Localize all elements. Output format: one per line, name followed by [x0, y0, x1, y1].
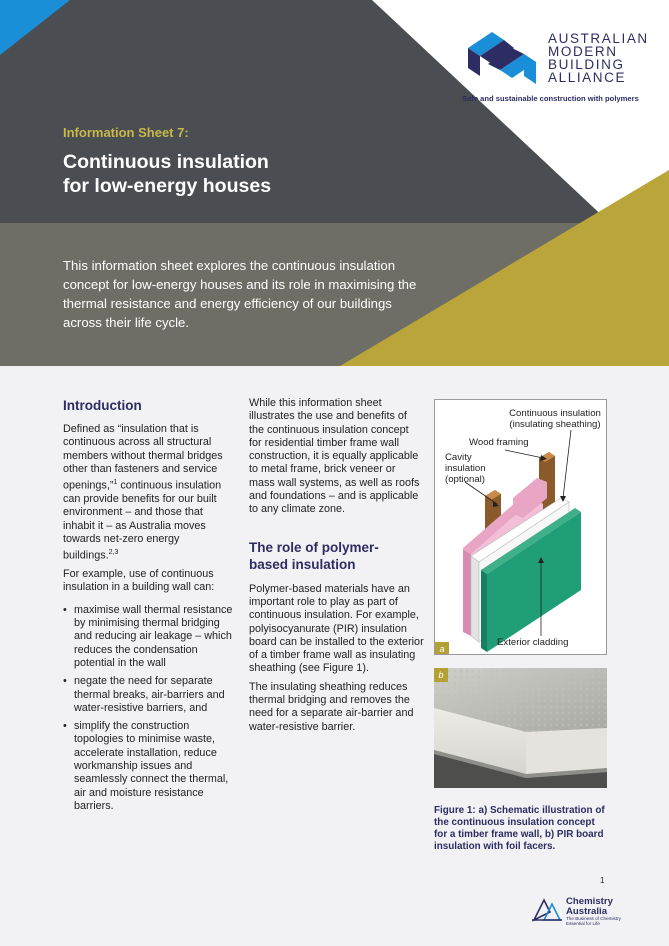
title-line: Continuous insulation	[63, 151, 269, 173]
org-line: Australia	[566, 905, 608, 917]
title-line: for low-energy houses	[63, 175, 272, 197]
figure-caption: Figure 1: a) Schematic illustration of t…	[434, 805, 606, 853]
page-number: 1	[600, 876, 605, 885]
header-banner	[0, 0, 669, 366]
label-wood-framing: Wood framing	[469, 437, 529, 448]
banner-dark-panel	[0, 0, 610, 223]
figure-tag-b: b	[434, 668, 448, 682]
intro-blurb: This information sheet explores the cont…	[63, 258, 417, 330]
figure-1b-photo: b	[434, 668, 607, 788]
section-heading-introduction: Introduction	[63, 398, 142, 413]
paragraph: Polymer-based materials have an importan…	[249, 582, 424, 675]
text-run: continuous insulation can provide benefi…	[63, 479, 222, 562]
paragraph: Defined as “insulation that is continuou…	[63, 423, 233, 563]
paragraph: While this information sheet illustrates…	[249, 397, 420, 516]
section-heading-polymer: The role of polymer-based insulation	[249, 539, 379, 572]
text-run: Defined as “insulation that is continuou…	[63, 423, 223, 492]
list-item: negate the need for separate thermal bre…	[63, 675, 233, 715]
org-name: Chemistry Australia	[566, 897, 613, 916]
column-polymer-insulation: While this information sheet illustrates…	[249, 397, 424, 734]
list-item: simplify the construction topologies to …	[63, 720, 233, 813]
brand-line: BUILDING	[548, 57, 625, 72]
label-exterior-cladding: Exterior cladding	[497, 637, 569, 648]
brand-line: AUSTRALIAN	[548, 31, 649, 46]
brand-line: ALLIANCE	[548, 70, 627, 85]
brand-tagline: Safe and sustainable construction with p…	[462, 94, 639, 103]
chemistry-australia-logo: Chemistry Australia The Business of Chem…	[530, 894, 630, 928]
footnote-ref: 2,3	[108, 549, 119, 557]
paragraph: For example, use of continuous insulatio…	[63, 568, 215, 594]
amba-logo-mark-icon	[468, 32, 536, 84]
bullet-list: maximise wall thermal resistance by mini…	[63, 604, 233, 813]
label-continuous-insulation: Continuous insulation (insulating sheath…	[509, 408, 601, 430]
amba-wordmark: AUSTRALIAN MODERN BUILDING ALLIANCE	[548, 31, 649, 85]
wall-schematic-illustration	[463, 429, 581, 652]
figure-1a-schematic: Continuous insulation (insulating sheath…	[434, 399, 607, 655]
banner-blue-corner	[0, 0, 70, 55]
caption-prefix: Figure 1:	[434, 805, 476, 816]
footnote-ref: 1	[113, 479, 118, 487]
caption-text: a) Schematic illustration of the continu…	[434, 805, 605, 852]
org-tagline: The Business of Chemistry Essential for …	[566, 916, 621, 926]
label-cavity-insulation: Cavity insulation (optional)	[445, 452, 486, 485]
org-line: Chemistry	[566, 896, 613, 907]
chemistry-australia-mark-icon	[532, 898, 562, 922]
column-introduction: Introduction Defined as “insulation that…	[63, 397, 233, 818]
list-item: maximise wall thermal resistance by mini…	[63, 604, 233, 670]
paragraph: The insulating sheathing reduces thermal…	[249, 680, 414, 733]
sheet-label: Information Sheet 7:	[63, 125, 189, 140]
brand-line: MODERN	[548, 44, 618, 59]
pir-board-photo	[434, 668, 607, 788]
banner-gold-triangle	[340, 170, 669, 366]
amba-logo: AUSTRALIAN MODERN BUILDING ALLIANCE Safe…	[462, 30, 662, 110]
figure-tag-a: a	[435, 642, 449, 654]
page-title: Continuous insulation for low-energy hou…	[63, 150, 383, 198]
